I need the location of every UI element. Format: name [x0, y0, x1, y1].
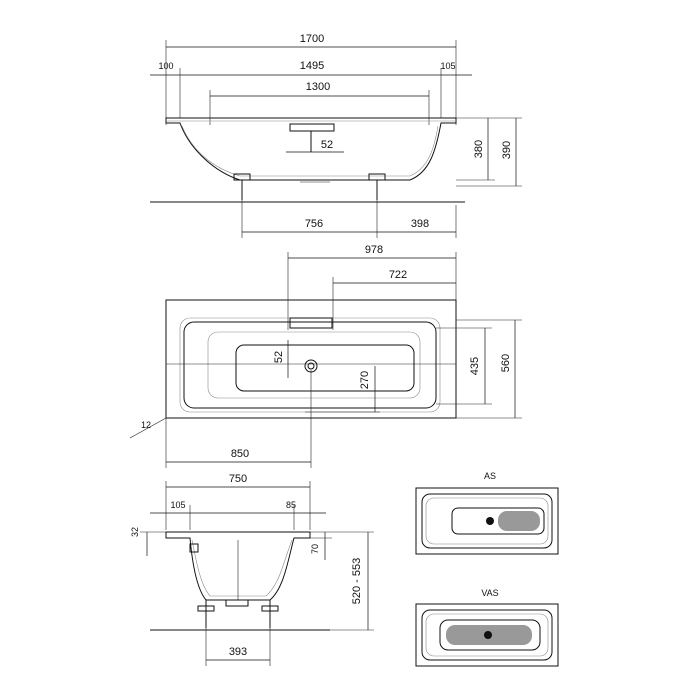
plan-view: 978 722 52 270 435 560 12	[129, 244, 522, 468]
dim-70: 70	[310, 544, 320, 554]
dim-435: 435	[469, 357, 481, 375]
dim-32: 32	[130, 527, 140, 537]
dim-756: 756	[305, 218, 323, 230]
dim-85: 85	[286, 500, 296, 510]
dim-52-plan: 52	[273, 351, 285, 363]
dim-12: 12	[141, 420, 151, 430]
label-vas: VAS	[481, 588, 498, 598]
variant-as: AS	[415, 471, 559, 555]
dim-978: 978	[365, 244, 383, 256]
dim-105: 105	[440, 61, 455, 71]
dim-1495: 1495	[300, 60, 324, 72]
dim-1700: 1700	[300, 33, 324, 45]
dim-100: 100	[158, 61, 173, 71]
dim-380: 380	[473, 140, 485, 158]
section-view: 750 105 85 32 70 520 - 553	[130, 473, 374, 666]
dim-722: 722	[389, 269, 407, 281]
label-as: AS	[484, 471, 496, 481]
variant-vas: VAS	[415, 588, 559, 667]
dim-520-553: 520 - 553	[351, 558, 363, 604]
dim-850: 850	[231, 448, 249, 460]
dim-750: 750	[229, 473, 247, 485]
dim-1300: 1300	[306, 81, 330, 93]
dim-560: 560	[500, 354, 512, 372]
dim-52-top: 52	[321, 139, 333, 151]
dim-398: 398	[411, 218, 429, 230]
dim-105-section: 105	[170, 500, 185, 510]
side-elevation-view: 1700 100 1495 105 1300 52 380	[150, 33, 522, 238]
dim-390: 390	[501, 141, 513, 159]
dim-393: 393	[229, 646, 247, 658]
dim-270: 270	[359, 371, 371, 389]
